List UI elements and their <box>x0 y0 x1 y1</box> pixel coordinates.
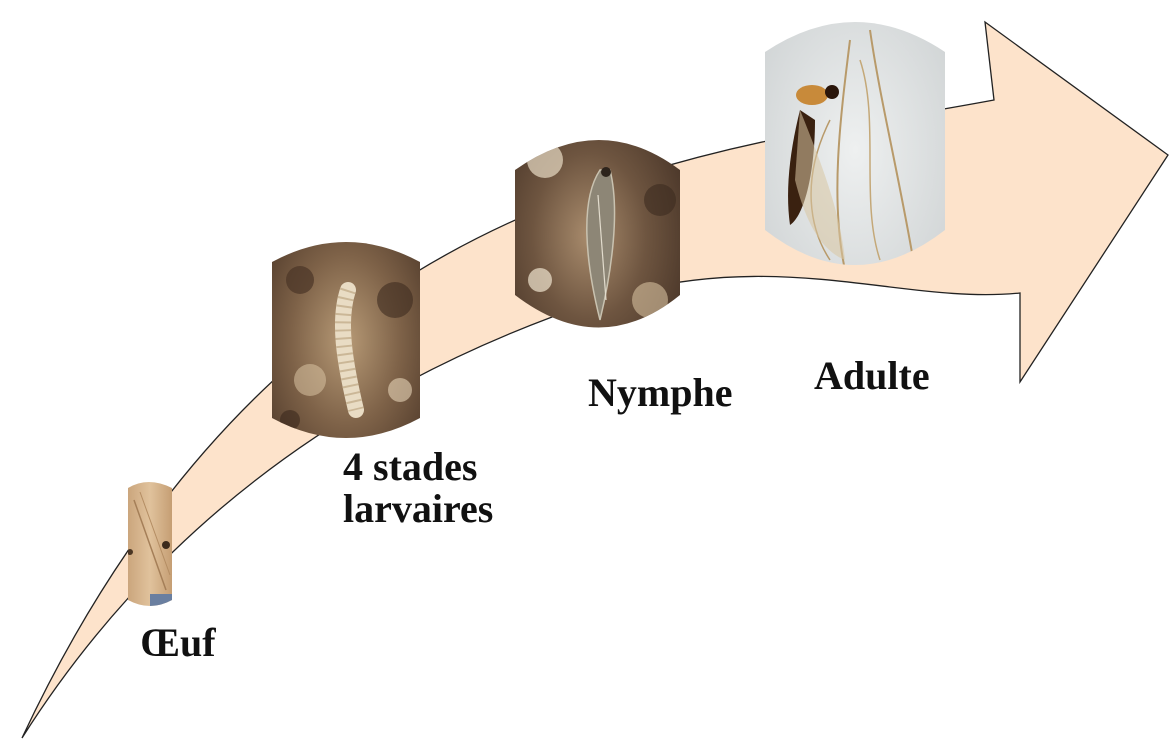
egg-photo <box>126 474 174 614</box>
stage-label-larva-line2: larvaires <box>343 488 493 530</box>
stage-label-nymph: Nymphe <box>588 372 732 414</box>
stage-label-larva-line1: 4 stades <box>343 446 493 488</box>
pupa-photo <box>512 110 684 362</box>
stage-label-larva: 4 stades larvaires <box>343 446 493 530</box>
stage-label-adult: Adulte <box>814 355 930 397</box>
larva-photo <box>270 220 422 460</box>
stage-label-egg: Œuf <box>140 622 216 664</box>
